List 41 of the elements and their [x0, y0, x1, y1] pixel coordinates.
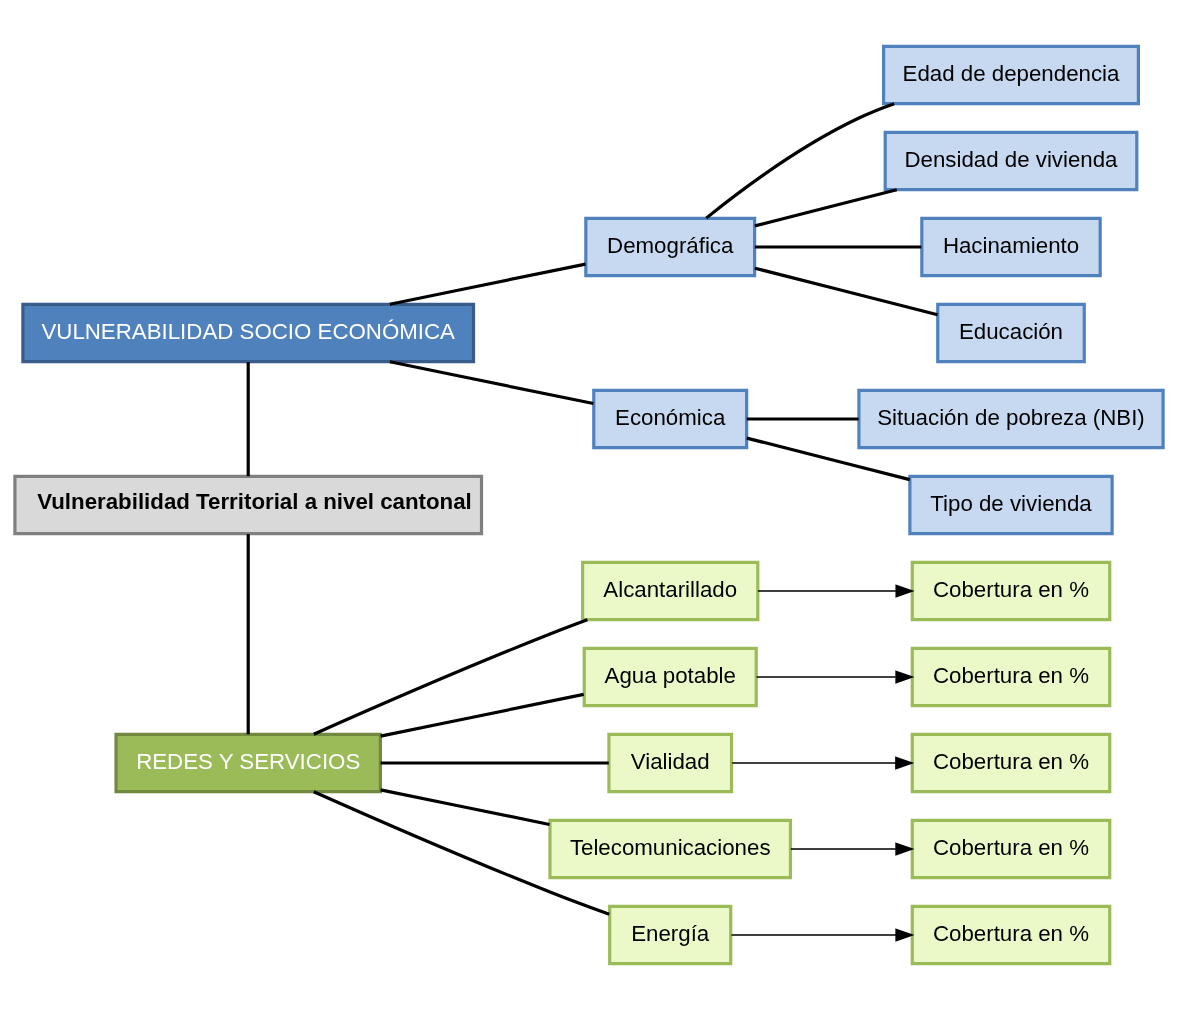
node-box: Hacinamiento: [920, 216, 1102, 278]
node-box: Económica: [592, 388, 749, 450]
connector: [246, 362, 250, 477]
node-box: Cobertura en %: [910, 646, 1112, 708]
arrow: [755, 670, 915, 684]
node-box: Densidad de vivienda: [883, 130, 1139, 192]
arrow: [731, 756, 915, 770]
connector: [754, 245, 922, 249]
node-box: Edad de dependencia: [882, 44, 1140, 106]
connector: [313, 790, 610, 916]
connector: [389, 262, 586, 306]
node-box: Telecomunicaciones: [548, 818, 793, 880]
node-box: Vialidad: [607, 732, 734, 794]
arrow: [790, 842, 915, 856]
node-box: Cobertura en %: [910, 818, 1112, 880]
connector: [746, 417, 859, 421]
connector: [313, 618, 588, 736]
connector: [754, 266, 938, 317]
node-box: VULNERABILIDAD SOCIO ECONÓMICA: [21, 302, 476, 364]
node-box: Agua potable: [582, 646, 758, 708]
connector: [746, 436, 911, 482]
connector: [705, 102, 895, 220]
node-box: Demográfica: [584, 216, 757, 278]
node-box: Situación de pobreza (NBI): [857, 388, 1165, 450]
node-box: Vulnerabilidad Territorial a nivel cantonal: [13, 474, 484, 536]
node-box: Cobertura en %: [910, 904, 1112, 966]
node-box: Alcantarillado: [581, 560, 760, 622]
connector: [380, 788, 550, 827]
connector: [389, 360, 594, 406]
connector: [246, 534, 250, 735]
node-box: Tipo de vivienda: [908, 474, 1114, 536]
node-box: Educación: [936, 302, 1086, 364]
node-box: Energía: [608, 904, 733, 966]
node-box: REDES Y SERVICIOS: [114, 732, 382, 794]
arrow: [730, 928, 915, 942]
node-box: Cobertura en %: [910, 560, 1112, 622]
connector: [754, 188, 898, 228]
connector: [380, 692, 584, 738]
connector: [380, 761, 609, 765]
arrow: [757, 584, 915, 598]
node-box: Cobertura en %: [910, 732, 1112, 794]
